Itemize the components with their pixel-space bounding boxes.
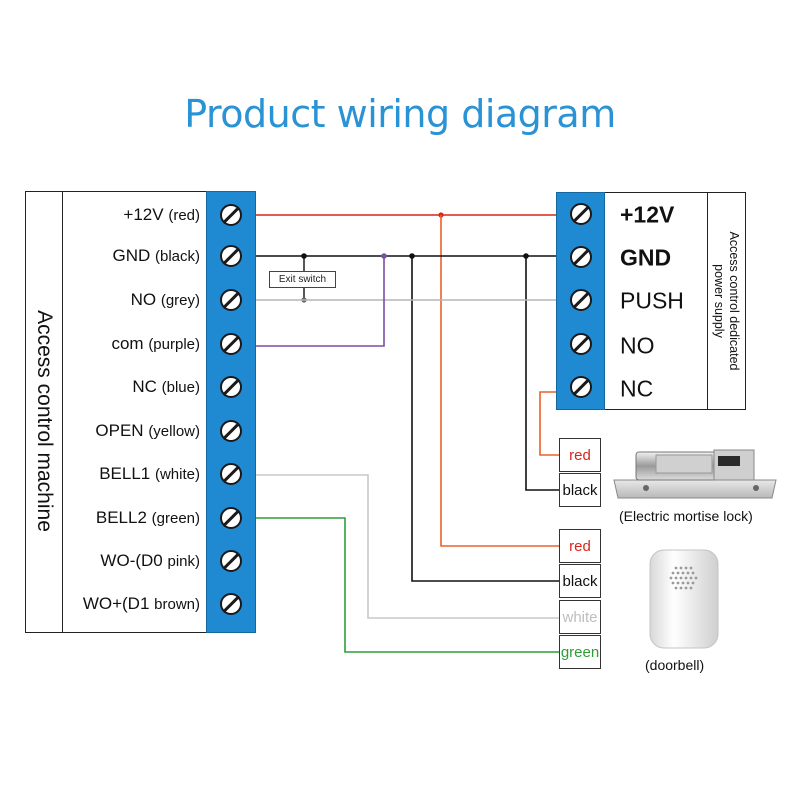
terminal-label-gnd: GND (black) <box>112 246 200 265</box>
screw-terminal-icon <box>220 204 242 226</box>
psu-label-nc: NC <box>620 375 654 402</box>
psu-label-12v: +12V <box>620 201 675 228</box>
psu-label-push: PUSH <box>620 287 684 314</box>
screw-terminal-icon <box>570 289 592 311</box>
wire-doorbell-red <box>440 215 559 547</box>
terminal-label-nc: NC (blue) <box>132 377 200 396</box>
doorbell-wire-red: red <box>559 529 601 563</box>
wire-lock-red <box>539 391 559 456</box>
doorbell-wire-black: black <box>559 564 601 598</box>
terminal-label-bell2: BELL2 (green) <box>95 508 200 527</box>
doorbell-icon <box>649 549 719 649</box>
wire-bell1-white <box>256 474 559 619</box>
psu-label-no: NO <box>620 332 655 359</box>
diagram-title: Product wiring diagram <box>184 92 616 136</box>
terminal-label-bell1: BELL1 (white) <box>99 464 200 483</box>
lock-wire-black: black <box>559 473 601 507</box>
terminal-label-wo-minus: WO-(D0 pink) <box>100 551 200 570</box>
lock-wire-red: red <box>559 438 601 472</box>
psu-label-gnd: GND <box>620 244 672 271</box>
exit-switch-label: Exit switch <box>269 271 336 288</box>
panel-divider <box>62 192 63 632</box>
terminal-label-com: com (purple) <box>111 334 200 353</box>
screw-terminal-icon <box>220 593 242 615</box>
doorbell-wire-white: white <box>559 600 601 634</box>
wire-bell2-green <box>256 517 559 653</box>
lock-caption: (Electric mortise lock) <box>619 508 753 524</box>
screw-terminal-icon <box>570 333 592 355</box>
screw-terminal-icon <box>220 289 242 311</box>
access-control-machine-panel <box>25 191 208 633</box>
terminal-label-open: OPEN (yellow) <box>95 421 200 440</box>
electric-mortise-lock-icon <box>613 449 777 499</box>
panel-divider <box>707 193 708 409</box>
screw-terminal-icon <box>220 507 242 529</box>
screw-terminal-icon <box>570 203 592 225</box>
wire-com-purple <box>256 256 385 347</box>
screw-terminal-icon <box>220 463 242 485</box>
wire-lock-black <box>525 256 559 491</box>
screw-terminal-icon <box>220 333 242 355</box>
screw-terminal-icon <box>220 420 242 442</box>
screw-terminal-icon <box>220 245 242 267</box>
doorbell-caption: (doorbell) <box>645 657 705 673</box>
screw-terminal-icon <box>220 376 242 398</box>
terminal-label-wo-plus: WO+(D1 brown) <box>82 594 200 613</box>
terminal-label-no: NO (grey) <box>130 290 200 309</box>
wire-doorbell-black <box>411 256 559 582</box>
junction-dot <box>381 253 387 259</box>
screw-terminal-icon <box>570 376 592 398</box>
terminal-label-12v: +12V (red) <box>123 205 200 224</box>
screw-terminal-icon <box>220 550 242 572</box>
screw-terminal-icon <box>570 246 592 268</box>
doorbell-wire-green: green <box>559 635 601 669</box>
